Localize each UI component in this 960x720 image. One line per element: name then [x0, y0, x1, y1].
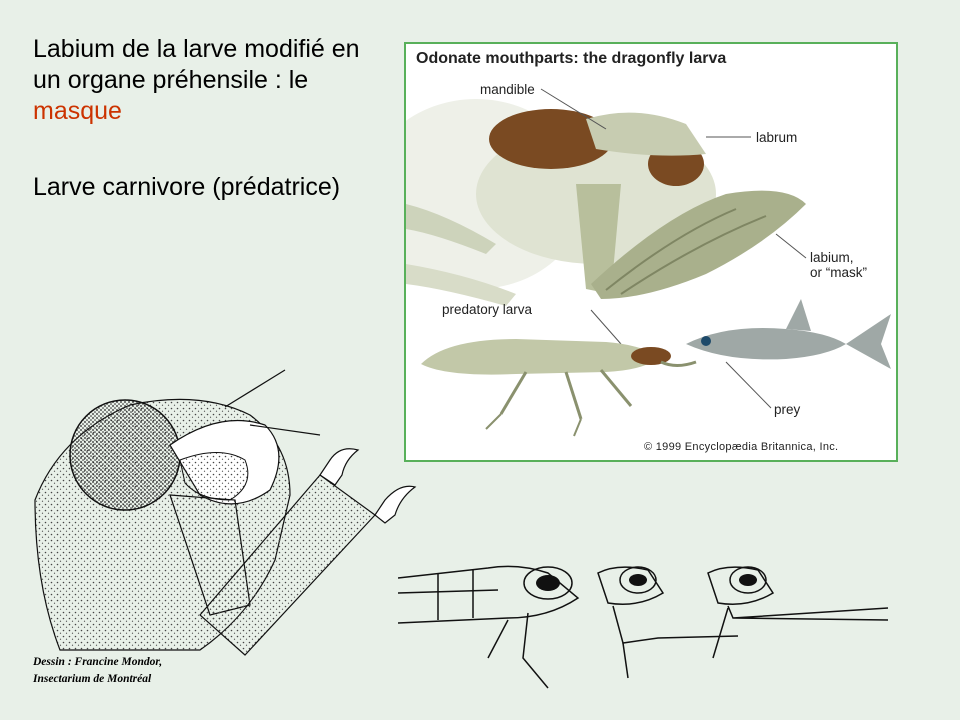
label-mandible: mandible — [480, 82, 535, 97]
larva-body-shape — [421, 339, 661, 375]
label-labium: labium, — [810, 250, 854, 265]
labium-mask-shape — [591, 190, 806, 299]
credit-line-2: Insectarium de Montréal — [33, 673, 152, 685]
credit-line-1: Dessin : Francine Mondor, — [33, 656, 163, 668]
figure-copyright: © 1999 Encyclopædia Britannica, Inc. — [644, 441, 839, 453]
label-mask: or “mask” — [810, 265, 867, 280]
figure-title: Odonate mouthparts: the dragonfly larva — [416, 50, 727, 67]
label-predatory-larva: predatory larva — [442, 302, 533, 317]
prey-fish-shape — [686, 328, 846, 360]
compound-eye-shape — [69, 399, 181, 511]
masque-highlight: masque — [33, 97, 122, 125]
label-prey: prey — [774, 402, 801, 417]
mask-strike-sequence-drawing — [398, 565, 889, 689]
label-labrum: labrum — [756, 130, 798, 145]
britannica-figure: Odonate mouthparts: the dragonfly larva … — [404, 42, 898, 462]
bullet-carnivore: Larve carnivore (prédatrice) — [33, 173, 341, 201]
eye-fills — [536, 574, 757, 591]
eye-shape — [489, 109, 613, 169]
bullet1-text: Labium de la larve modifié en un organe … — [33, 35, 360, 94]
drawing-credit: Dessin : Francine Mondor, Insectarium de… — [33, 654, 162, 688]
bullet-labium-mask: Labium de la larve modifié en un organe … — [33, 34, 373, 127]
dragonfly-larva-illustration — [406, 88, 891, 437]
larva-head-drawing — [34, 369, 417, 656]
